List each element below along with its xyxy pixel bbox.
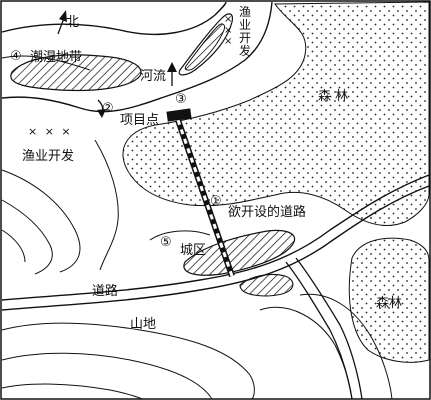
project-number: ② <box>102 101 114 116</box>
point-3-number: ③ <box>175 92 187 107</box>
forest-area-main <box>122 1 430 227</box>
mountain-label: 山地 <box>130 317 157 332</box>
forest-area-right <box>348 237 430 363</box>
city-area-small <box>239 273 294 297</box>
city-number: ⑤ <box>160 235 172 250</box>
road-branch-right <box>295 257 363 400</box>
north-label: 北 <box>66 15 80 30</box>
north-arrow-head <box>59 10 67 22</box>
north-arrow-line <box>57 17 65 35</box>
wetland-area <box>10 54 142 92</box>
river-flow-arrowhead <box>167 62 177 72</box>
road-branch-left <box>285 261 353 400</box>
forest-right-label: 森林 <box>376 296 403 311</box>
wetland-number: ④ <box>10 49 22 64</box>
city-area <box>183 229 296 276</box>
project-arrowhead <box>97 109 106 118</box>
river-bank-lower <box>1 1 273 113</box>
river-island-hatch <box>184 23 225 71</box>
fishery-top-label: 渔业开发 <box>238 5 251 58</box>
project-point-marker <box>166 108 192 122</box>
river-island <box>178 13 233 76</box>
road-label: 道路 <box>92 284 119 299</box>
forest-top-label: 森 林 <box>318 89 349 104</box>
fishery-left-label: 渔业开发 <box>22 149 75 164</box>
city-label: 城区 <box>180 243 207 258</box>
cross-marks-left: × × × <box>28 125 73 138</box>
contour-lines <box>1 139 393 400</box>
road-line-upper <box>1 174 430 301</box>
project-label: 项目点 <box>120 113 160 128</box>
cross-marks-top: × × × <box>224 14 233 47</box>
wetland-label: 潮湿地带 <box>30 50 83 65</box>
planned-road-number: ① <box>210 194 222 209</box>
planned-road-dashes <box>176 119 234 277</box>
planned-road-label: 欲开设的道路 <box>228 205 307 220</box>
river-label: 河流 <box>140 69 167 84</box>
river-bank-upper <box>1 1 227 36</box>
